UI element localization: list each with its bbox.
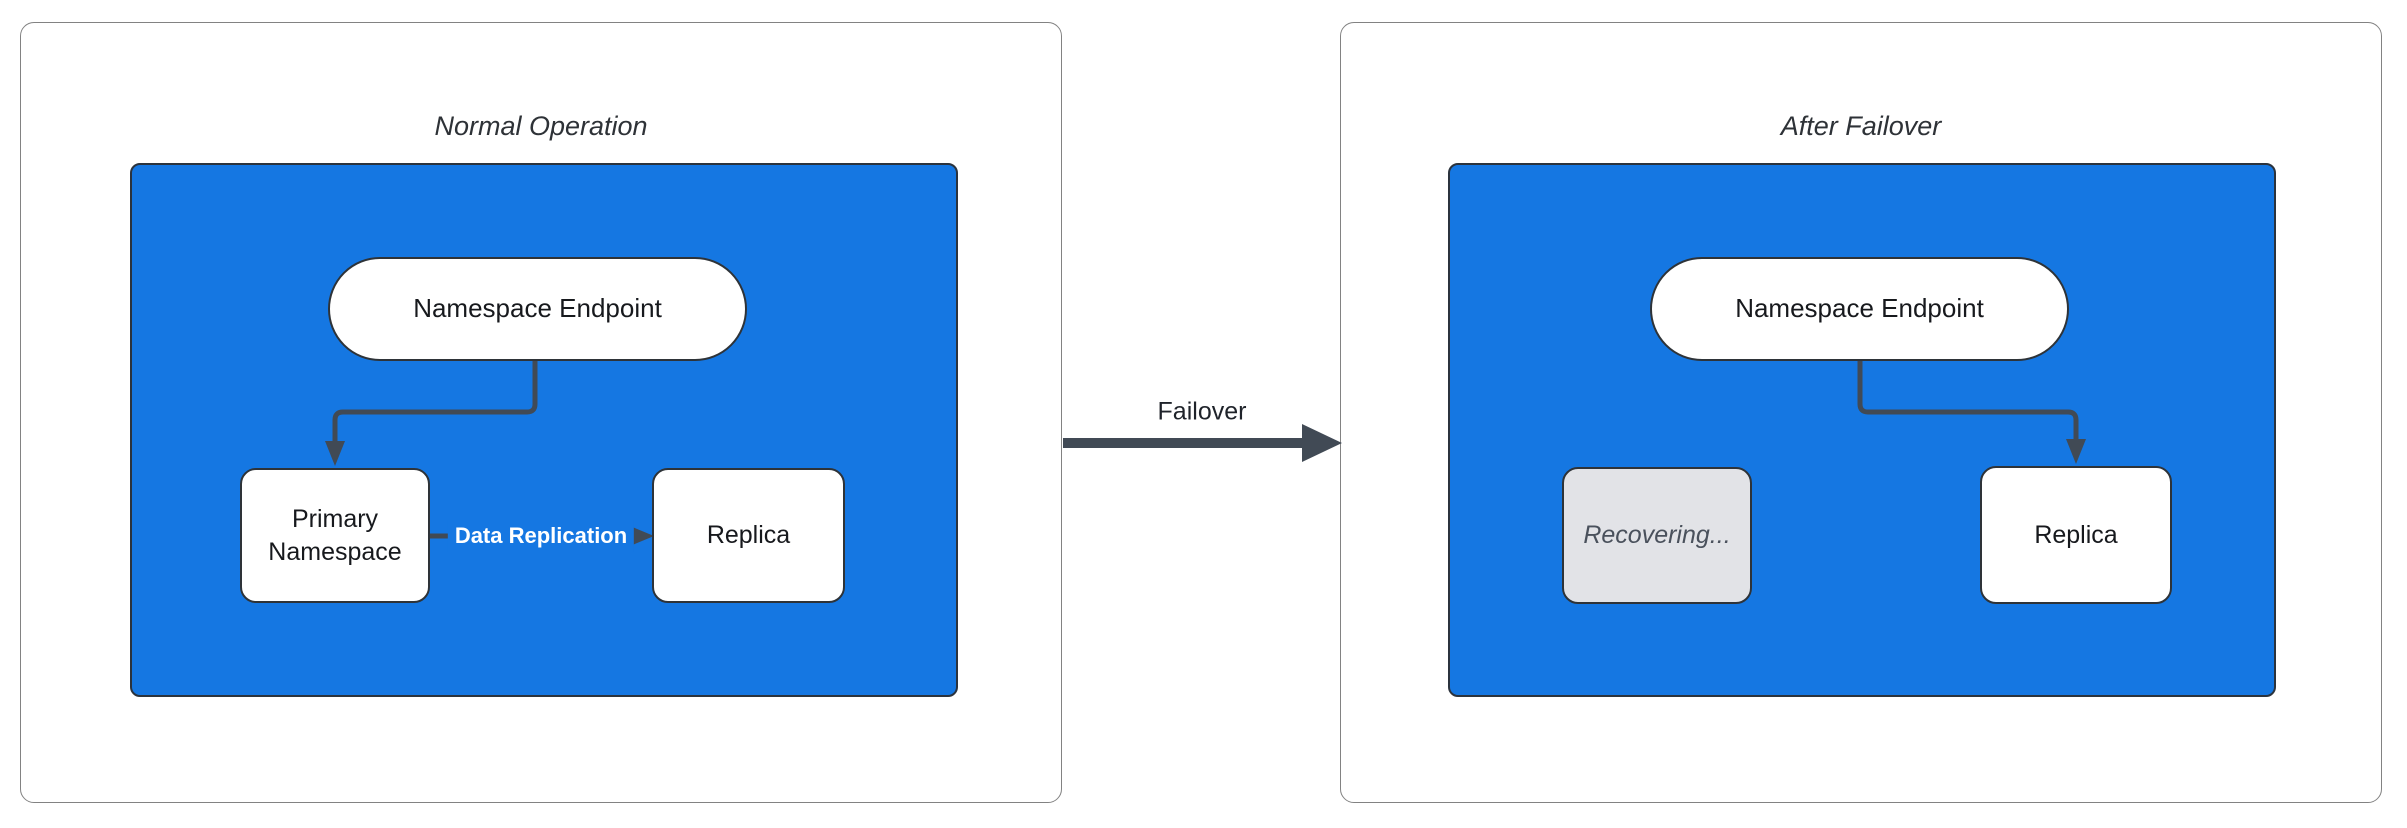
namespace-endpoint-label: Namespace Endpoint — [1735, 293, 1984, 324]
namespace-endpoint-node: Namespace Endpoint — [328, 257, 747, 361]
recovering-label: Recovering... — [1583, 521, 1731, 550]
normal-namespace-container — [130, 163, 958, 697]
primary-namespace-label: Primary Namespace — [268, 505, 402, 566]
after-failover-title: After Failover — [1780, 111, 1942, 141]
failover-arrow — [1063, 424, 1342, 462]
primary-namespace-node: Primary Namespace — [240, 468, 430, 603]
replica-node: Replica — [652, 468, 845, 603]
data-replication-edge-label: Data Replication — [447, 520, 635, 552]
failover-arrow-label: Failover — [1157, 397, 1247, 426]
replica-node: Replica — [1980, 466, 2172, 604]
replica-label: Replica — [2034, 520, 2118, 549]
normal-operation-title: Normal Operation — [434, 111, 648, 141]
replica-label: Replica — [706, 521, 791, 550]
namespace-endpoint-label: Namespace Endpoint — [413, 293, 662, 324]
recovering-node: Recovering... — [1562, 467, 1752, 604]
namespace-endpoint-node: Namespace Endpoint — [1650, 257, 2069, 361]
failover-namespace-container — [1448, 163, 2276, 697]
